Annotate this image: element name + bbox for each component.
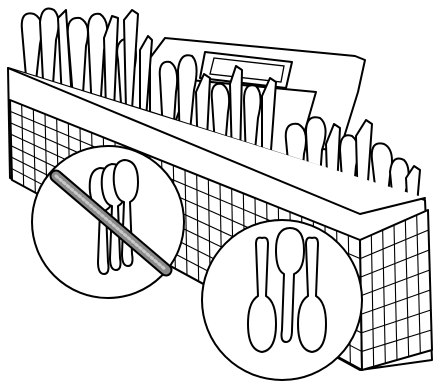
separated-spoons-icon (248, 228, 326, 352)
panel-correct (202, 220, 362, 380)
panel-incorrect (32, 146, 184, 298)
